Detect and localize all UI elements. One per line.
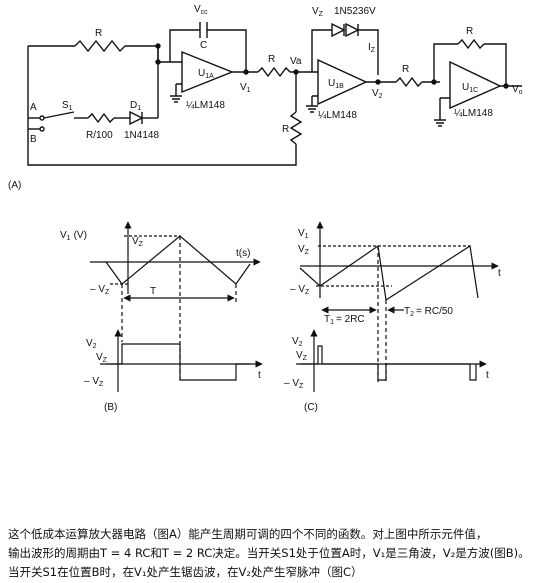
label-r-feedback: R [95, 28, 102, 39]
label-c-t1: T1= 2RC [324, 314, 365, 326]
label-b-period: T [150, 286, 156, 297]
label-r-ground: R [282, 124, 289, 135]
zener-pair [331, 22, 360, 38]
label-r3: R [402, 64, 409, 75]
wire-cap-left [169, 29, 200, 62]
label-u1b: U1B [328, 78, 344, 90]
waveform-c-labels: V1 VZ – VZ t T1= 2RC T2= RC/50 V2 VZ – V… [284, 228, 501, 413]
figure-label-c: (C) [304, 402, 318, 413]
resistor-r100 [87, 112, 115, 124]
label-c-t2: T2= RC/50 [404, 306, 453, 318]
wire-top-mid [125, 45, 182, 63]
resistor-r3 [395, 76, 423, 88]
label-u1c-part: ¼LM148 [454, 107, 493, 119]
label-c-v2-vz-neg: – VZ [284, 378, 304, 390]
label-iz: IZ [368, 42, 376, 54]
trace-b-square [106, 343, 250, 381]
label-c-v2-t: t [486, 370, 489, 381]
switch-contact-a [39, 115, 45, 121]
label-u1a-part: ¼LM148 [186, 99, 225, 111]
label-vo: Vo [512, 84, 523, 96]
ground-u1a [170, 95, 182, 103]
label-b-v2-vz-neg: – VZ [84, 376, 104, 388]
wire-u1c-fb-left [433, 43, 458, 82]
wire-u1a-plus [175, 83, 182, 96]
node-dot-v1 [243, 69, 249, 75]
label-s1: S1 [62, 100, 73, 112]
label-va: Va [290, 56, 302, 67]
label-c-v2: V2 [292, 336, 303, 348]
diode-d1 [129, 110, 144, 126]
waveform-c [296, 221, 499, 392]
waveform-b-labels: V1(V) VZ – VZ t(s) T V2 VZ – VZ t (B) [60, 230, 261, 413]
label-b-v1: V1(V) [60, 230, 87, 242]
wire-zener-left [311, 29, 332, 72]
opamp-u1a [181, 50, 234, 94]
switch-s1-blade [43, 111, 75, 119]
label-r100: R/100 [86, 130, 113, 141]
node-dot-1 [155, 43, 161, 49]
label-switch-a: A [30, 102, 37, 113]
label-c-v2-vz-pos: VZ [296, 350, 308, 362]
waveform-b [90, 221, 263, 392]
trace-c-sawtooth [299, 244, 479, 302]
label-r4: R [466, 26, 473, 37]
caption-line-3: 当开关S1在位置B时，在V₁处产生锯齿波，在V₂处产生窄脉冲（图C） [8, 565, 363, 579]
wire-u1b-plus [311, 95, 318, 106]
wire-left-rail [27, 46, 270, 166]
caption-line-1: 这个低成本运算放大器电路（图A）能产生周期可调的四个不同的函数。对上图中所示元件… [8, 527, 488, 541]
wire-u1c-fb-right [484, 43, 507, 84]
trace-c-pulse [300, 345, 477, 381]
label-switch-b: B [30, 134, 37, 145]
resistor-r4 [457, 38, 485, 50]
opamp-u1c [449, 60, 502, 110]
figure-label-b: (B) [104, 402, 117, 413]
node-dot-vo [503, 83, 509, 89]
label-c: C [200, 40, 207, 51]
label-c-taxis: t [498, 268, 501, 279]
label-u1b-part: ¼LM148 [318, 109, 357, 121]
label-zener-part: 1N5236V [334, 6, 376, 17]
label-b-v2: V2 [86, 338, 97, 350]
label-v1: V1 [240, 82, 251, 94]
label-c-v1: V1 [298, 228, 309, 240]
label-d1: D1 [130, 100, 141, 112]
label-c-vz-neg: – VZ [290, 284, 310, 296]
label-b-taxis: t(s) [236, 248, 250, 259]
opamp-u1b [317, 58, 368, 106]
label-vcc: Vcc [194, 4, 208, 16]
resistor-r-feedback [74, 39, 126, 53]
resistor-r-series [257, 66, 291, 78]
label-diode-part: 1N4148 [124, 130, 159, 141]
ground-u1b [306, 105, 318, 113]
capacitor-c [199, 22, 208, 38]
label-r-series: R [268, 54, 275, 65]
ground-u1c [434, 119, 446, 127]
caption: 这个低成本运算放大器电路（图A）能产生周期可调的四个不同的函数。对上图中所示元件… [8, 525, 536, 582]
figure-label-a: (A) [8, 180, 21, 191]
wire-r-ground-bottom [270, 144, 297, 166]
label-u1a: U1A [198, 68, 214, 80]
wire-u1c-plus [439, 97, 450, 120]
label-b-v2-t: t [258, 370, 261, 381]
label-v2: V2 [372, 88, 383, 100]
wire-zener-right [358, 29, 379, 75]
caption-line-2: 输出波形的周期由T = 4 RC和T = 2 RC决定。当开关S1处于位置A时，… [8, 546, 530, 560]
node-dot-v2 [375, 79, 381, 85]
label-b-vz-neg: – VZ [90, 284, 110, 296]
node-dot-2 [155, 59, 161, 65]
label-b-v2-vz-pos: VZ [96, 352, 108, 364]
resistor-r-ground [289, 111, 303, 145]
label-b-vz-pos: VZ [132, 236, 144, 248]
wire-cap-right [207, 29, 247, 72]
switch-contact-b [39, 126, 45, 132]
label-u1c: U1C [462, 82, 478, 94]
circuit-labels: R Vcc C U1A ¼LM148 V1 R Va R VZ 1N5236V … [8, 4, 523, 191]
circuit-schematic [27, 22, 522, 166]
label-vz: VZ [312, 6, 324, 18]
label-c-vz-pos: VZ [298, 244, 310, 256]
